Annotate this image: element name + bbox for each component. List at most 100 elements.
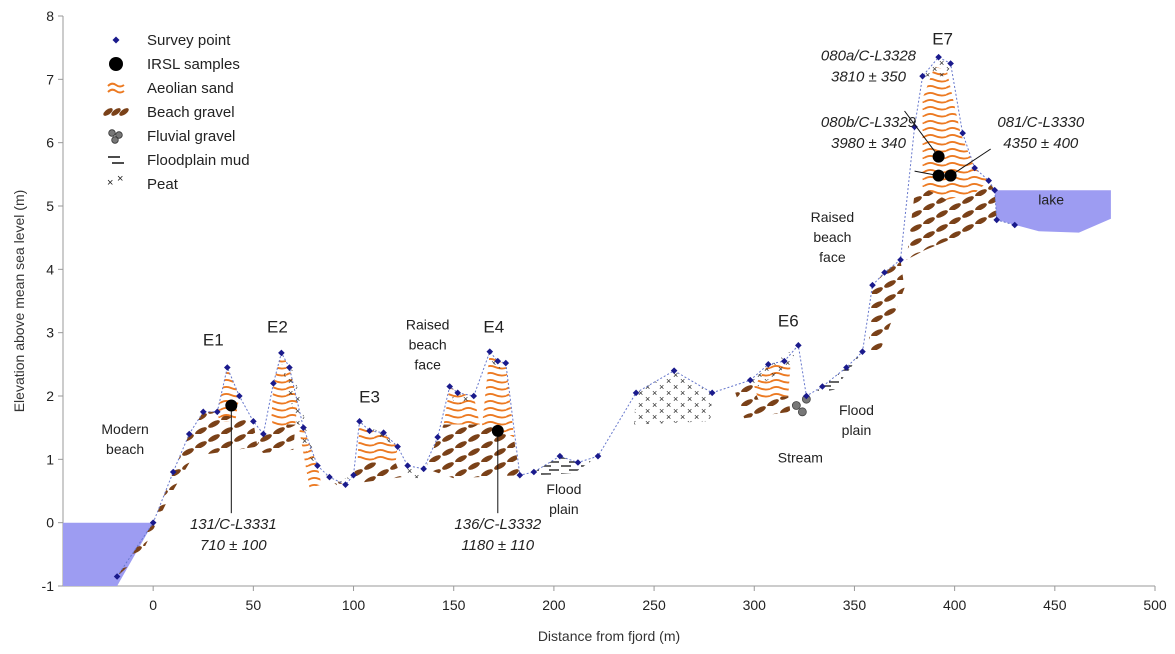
legend-label: Floodplain mud bbox=[147, 152, 250, 169]
survey-point bbox=[819, 383, 826, 390]
aeolian-sand-unit bbox=[271, 352, 298, 428]
survey-point bbox=[556, 452, 564, 460]
survey-point bbox=[881, 269, 888, 276]
irsl-sample-point bbox=[491, 424, 504, 437]
survey-point bbox=[911, 123, 918, 131]
sample-age-label: 710 ± 100 bbox=[200, 537, 267, 554]
x-tick-label: 100 bbox=[342, 597, 366, 613]
y-tick-label: 8 bbox=[46, 8, 54, 24]
beach-gravel-unit bbox=[425, 424, 520, 479]
ridge-label: E4 bbox=[483, 318, 504, 337]
legend-item: Survey point bbox=[112, 32, 231, 49]
survey-point bbox=[394, 443, 401, 450]
survey-point bbox=[250, 418, 257, 425]
sample-age-label: 1180 ± 110 bbox=[461, 537, 534, 554]
sample-id-label: 136/C-L3332 bbox=[454, 516, 541, 533]
floodplain-mud-layer bbox=[533, 351, 863, 476]
y-tick-label: 1 bbox=[46, 451, 54, 467]
beach-gravel-unit bbox=[325, 462, 402, 486]
beach-gravel-icon bbox=[103, 108, 129, 116]
svg-text:×: × bbox=[117, 173, 123, 185]
survey-point bbox=[1011, 221, 1019, 229]
annotation-text: Raised bbox=[811, 209, 855, 225]
legend-label: Beach gravel bbox=[147, 104, 235, 121]
legend-item: × × Peat bbox=[107, 173, 179, 193]
survey-point bbox=[494, 357, 502, 365]
annotation-text: Flood bbox=[839, 402, 874, 418]
survey-point bbox=[236, 392, 243, 400]
survey-point bbox=[781, 357, 788, 365]
x-tick-label: 50 bbox=[246, 597, 262, 613]
legend-item: IRSL samples bbox=[109, 56, 240, 73]
aeolian-sand-unit bbox=[922, 66, 989, 200]
survey-point bbox=[342, 481, 349, 488]
irsl-sample-point bbox=[944, 169, 957, 182]
survey-point bbox=[632, 389, 640, 397]
annotation-text: Modern bbox=[101, 421, 148, 437]
sample-id-label: 080b/C-L3329 bbox=[821, 114, 917, 131]
beach-gravel-unit bbox=[117, 411, 258, 577]
survey-point bbox=[708, 389, 716, 397]
ridge-label: E2 bbox=[267, 318, 288, 337]
ridge-label: E3 bbox=[359, 387, 380, 406]
y-tick-label: 5 bbox=[46, 198, 54, 214]
sample-leader-line bbox=[950, 148, 991, 177]
survey-point bbox=[326, 473, 333, 481]
annotation-text: beach bbox=[106, 441, 144, 457]
ridge-label: E7 bbox=[932, 30, 953, 49]
peat-unit bbox=[750, 345, 799, 387]
peat-unit bbox=[405, 465, 424, 479]
survey-point bbox=[420, 465, 427, 473]
survey-point bbox=[260, 430, 267, 438]
x-tick-label: 300 bbox=[743, 597, 767, 613]
legend-item: Aeolian sand bbox=[107, 80, 234, 97]
legend-label: Peat bbox=[147, 176, 179, 193]
survey-point bbox=[947, 60, 954, 67]
survey-point bbox=[404, 462, 411, 469]
survey-point bbox=[446, 383, 454, 390]
irsl-sample-icon bbox=[109, 57, 123, 71]
survey-point bbox=[530, 468, 538, 476]
survey-point bbox=[897, 256, 904, 264]
floodplain-mud-unit bbox=[533, 456, 598, 476]
sample-age-label: 3980 ± 340 bbox=[831, 135, 907, 152]
svg-text:×: × bbox=[107, 177, 113, 189]
survey-point bbox=[278, 349, 285, 357]
survey-profile-layer bbox=[113, 53, 1019, 580]
annotation-text: plain bbox=[842, 422, 872, 438]
y-tick-label: 2 bbox=[46, 388, 54, 404]
survey-point bbox=[350, 471, 357, 479]
sample-age-label: 4350 ± 400 bbox=[1003, 135, 1079, 152]
beach-gravel-unit bbox=[906, 180, 997, 260]
y-tick-label: 4 bbox=[46, 261, 54, 277]
beach-gravel-unit bbox=[734, 380, 791, 419]
survey-point bbox=[314, 462, 321, 469]
y-tick-label: 3 bbox=[46, 325, 54, 341]
annotation-text: beach bbox=[813, 229, 851, 245]
y-tick-label: 6 bbox=[46, 135, 54, 151]
survey-point bbox=[843, 364, 850, 371]
survey-point bbox=[366, 427, 373, 435]
legend-label: Aeolian sand bbox=[147, 80, 234, 97]
lake-water bbox=[994, 190, 1111, 233]
survey-point bbox=[985, 177, 992, 184]
survey-point bbox=[859, 348, 866, 355]
survey-point bbox=[594, 452, 602, 460]
survey-point bbox=[993, 216, 1001, 224]
survey-point bbox=[803, 392, 810, 400]
survey-point bbox=[574, 459, 582, 466]
annotation-text: face bbox=[819, 249, 846, 265]
legend-label: Fluvial gravel bbox=[147, 128, 235, 145]
survey-point bbox=[149, 519, 157, 526]
survey-point bbox=[300, 424, 307, 431]
water-layer: lake bbox=[63, 190, 1111, 586]
aeolian-sand-unit bbox=[217, 367, 240, 422]
irsl-sample-point bbox=[225, 399, 238, 412]
annotation-text: Flood bbox=[546, 481, 581, 497]
x-tick-label: 350 bbox=[843, 597, 867, 613]
peat-unit bbox=[281, 364, 322, 476]
peat-unit bbox=[920, 57, 951, 77]
